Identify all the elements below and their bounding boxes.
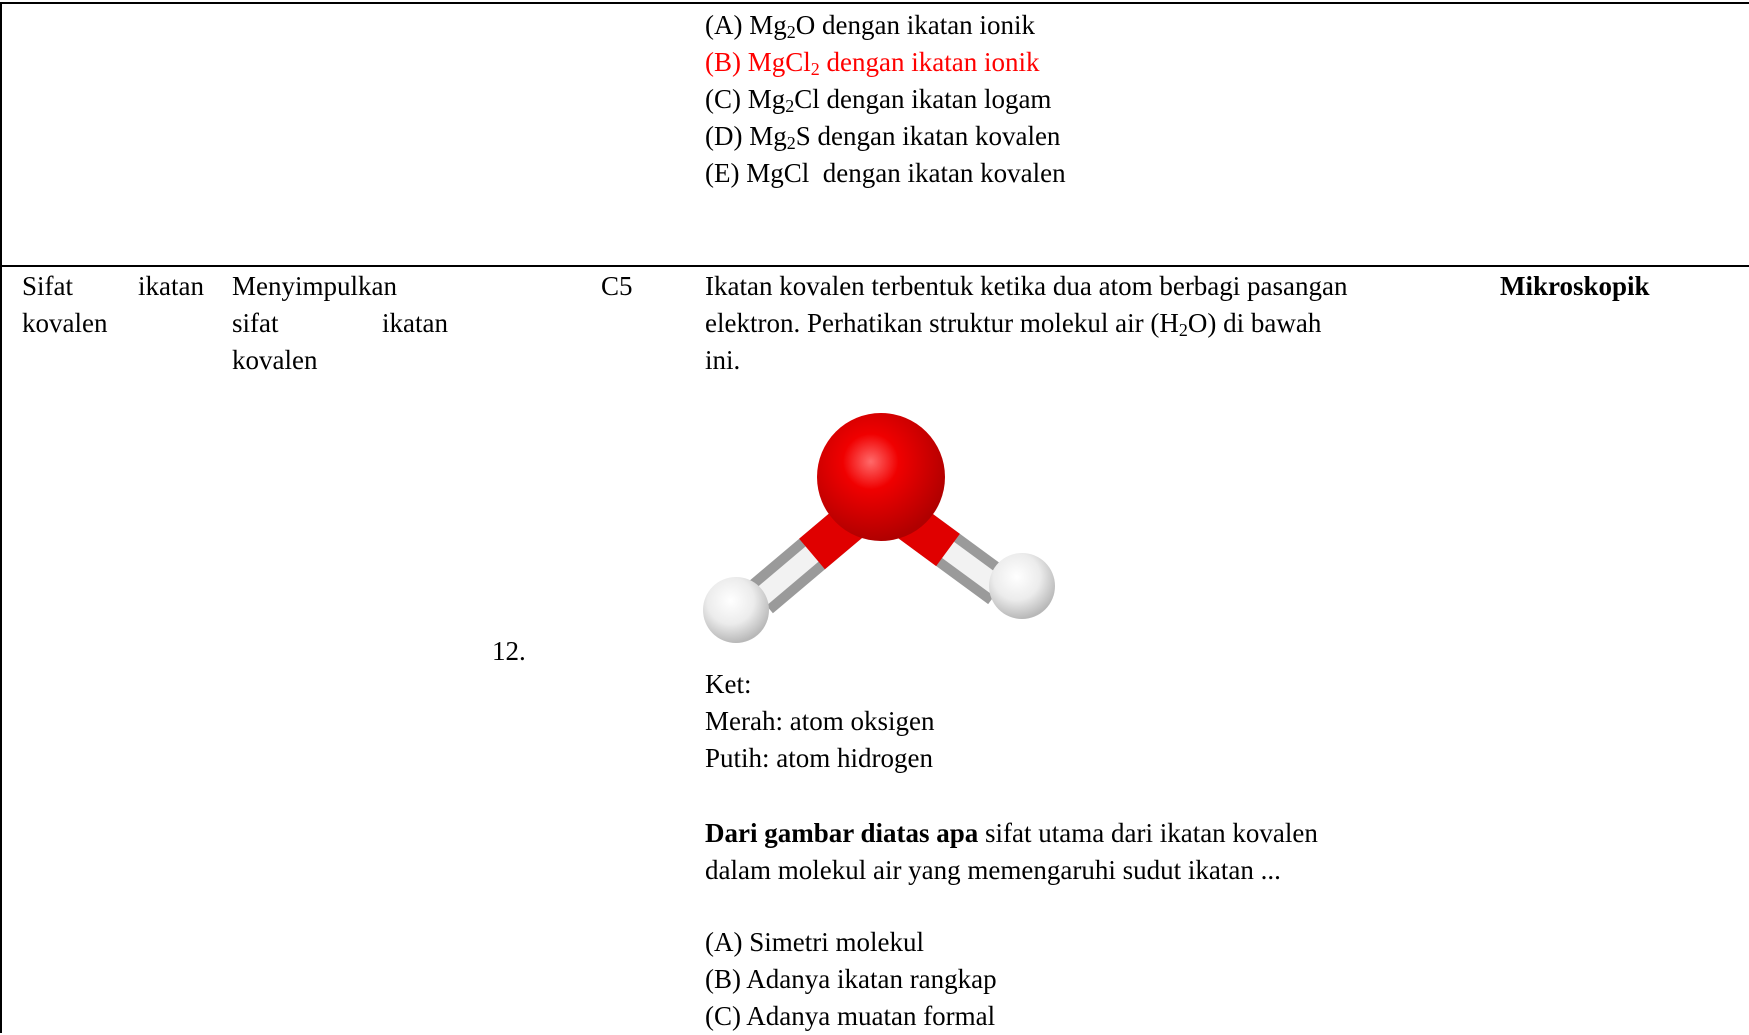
prev-option-e: (E) MgCl dengan ikatan kovalen [705, 158, 1066, 188]
option-b: (B) Adanya ikatan rangkap [705, 964, 997, 994]
objective-line-3: kovalen [232, 345, 318, 375]
table-row-divider [0, 265, 1749, 267]
bond-left [747, 506, 863, 614]
hydrogen-atom-right [989, 553, 1055, 619]
question-number: 12. [492, 636, 526, 666]
prev-question-options: (A) Mg2O dengan ikatan ionik (B) MgCl2 d… [705, 7, 1066, 192]
question-prompt: Dari gambar diatas apa sifat utama dari … [705, 818, 1318, 885]
indicator-line-1: Sifat ikatan [22, 271, 204, 301]
molecule-legend: Ket: Merah: atom oksigen Putih: atom hid… [705, 669, 935, 773]
question-intro: Ikatan kovalen terbentuk ketika dua atom… [705, 271, 1348, 375]
hydrogen-atom-left [703, 577, 769, 643]
prev-option-d: (D) Mg2S dengan ikatan kovalen [705, 121, 1061, 153]
water-molecule-image [703, 413, 1055, 643]
cognitive-level: C5 [601, 271, 633, 301]
option-a: (A) Simetri molekul [705, 927, 924, 957]
prev-option-c: (C) Mg2Cl dengan ikatan logam [705, 84, 1052, 116]
table-left-border [0, 2, 2, 1033]
objective-line-1: Menyimpulkan [232, 271, 397, 301]
table-top-border [0, 2, 1749, 4]
bond-right [898, 505, 1012, 605]
question-category: Mikroskopik [1500, 271, 1650, 301]
indicator-line-2: kovalen [22, 308, 108, 338]
objective-line-2: sifat ikatan [232, 308, 448, 338]
prev-option-a: (A) Mg2O dengan ikatan ionik [705, 10, 1035, 42]
prev-option-b-answer: (B) MgCl2 dengan ikatan ionik [705, 47, 1040, 79]
oxygen-atom [817, 413, 945, 541]
question-options: (A) Simetri molekul (B) Adanya ikatan ra… [705, 924, 997, 1035]
option-c: (C) Adanya muatan formal [705, 1001, 996, 1031]
